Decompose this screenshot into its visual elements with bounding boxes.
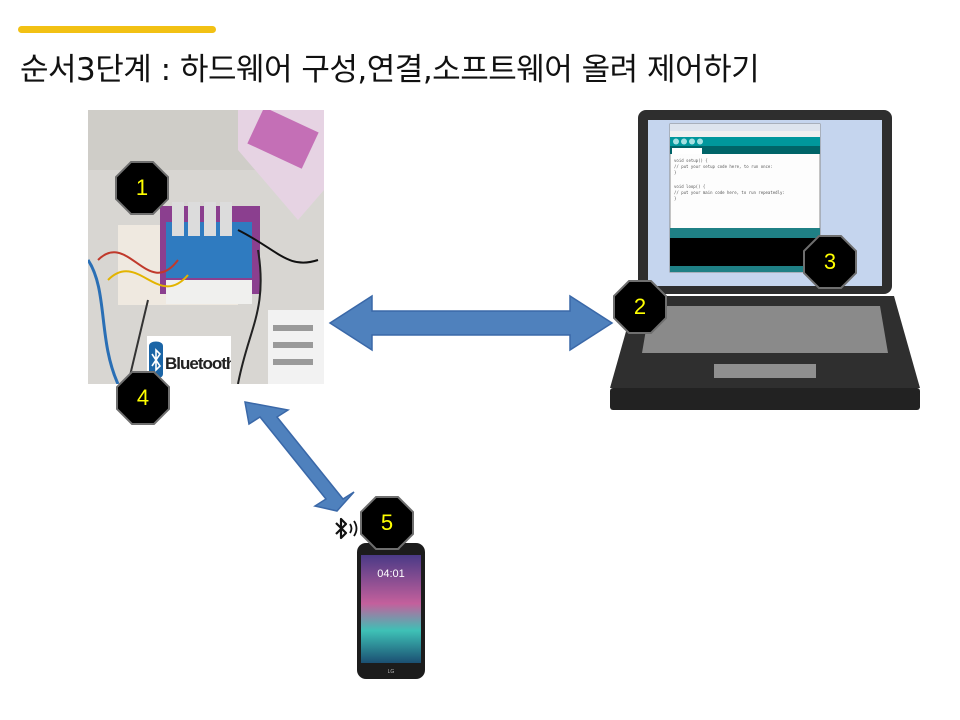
bluetooth-logo: Bluetooth bbox=[147, 336, 237, 384]
badge-4-label: 4 bbox=[136, 385, 150, 410]
bluetooth-logo-text: Bluetooth bbox=[165, 354, 231, 373]
svg-text:// put your setup code here, t: // put your setup code here, to run once… bbox=[674, 164, 773, 169]
svg-text:// put your main code here, to: // put your main code here, to run repea… bbox=[674, 190, 785, 195]
title-accent-bar bbox=[18, 26, 216, 33]
badge-4: 4 bbox=[115, 370, 171, 426]
svg-text:}: } bbox=[674, 196, 676, 201]
badge-5-label: 5 bbox=[380, 510, 394, 535]
badge-2-label: 2 bbox=[633, 294, 647, 319]
svg-text:void setup() {: void setup() { bbox=[674, 158, 708, 163]
badge-1-label: 1 bbox=[135, 175, 149, 200]
badge-3: 3 bbox=[802, 234, 858, 290]
svg-text:void loop() {: void loop() { bbox=[674, 184, 705, 189]
bluetooth-signal-icon bbox=[330, 514, 362, 544]
badge-2: 2 bbox=[612, 279, 668, 335]
badge-3-label: 3 bbox=[823, 249, 837, 274]
svg-text:}: } bbox=[674, 170, 676, 175]
phone-clock: 04:01 bbox=[377, 568, 405, 580]
badge-5: 5 bbox=[359, 495, 415, 551]
smartphone: 04:01 LG bbox=[356, 542, 426, 680]
phone-brand: LG bbox=[388, 669, 395, 675]
pc-to-hardware-arrow bbox=[328, 294, 614, 352]
slide-title: 순서3단계 : 하드웨어 구성,연결,소프트웨어 올려 제어하기 bbox=[20, 52, 760, 88]
hardware-to-phone-arrow bbox=[244, 401, 355, 512]
badge-1: 1 bbox=[114, 160, 170, 216]
